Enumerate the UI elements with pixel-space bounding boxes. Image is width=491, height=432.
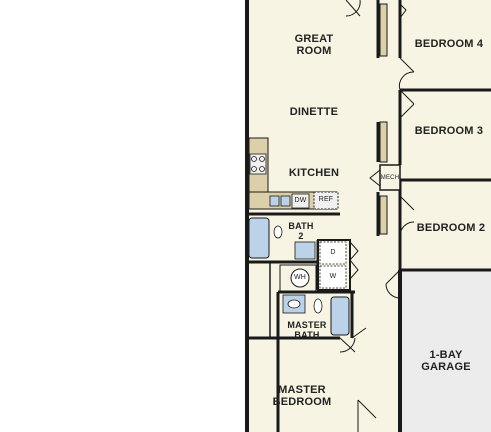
dishwasher [291,193,310,209]
master-bedroom-label: MASTER BEDROOM [268,384,336,408]
kitchen-sink [269,195,291,207]
mech-label: MECH [380,175,400,181]
rear-door[interactable] [357,399,377,432]
kitchen-label: KITCHEN [288,167,340,179]
cooktop [249,153,267,175]
bedrooms-floor [400,0,491,270]
bath-2-label: BATH 2 [284,221,318,241]
master-bath-walls [276,290,355,340]
bath-2-label-line2: 2 [298,231,304,241]
garage-label-line2: GARAGE [421,361,471,373]
refrigerator [313,191,339,210]
master-bath-label: MASTER BATH [282,320,332,340]
laundry-closet [317,239,351,291]
dryer-label: D [330,249,336,256]
great-room-label: GREAT ROOM [288,33,340,57]
master-bedroom-door[interactable] [339,337,356,353]
water-heater [290,268,310,288]
laundry-bifold-door[interactable] [349,241,359,280]
master-bath-door[interactable] [351,327,367,339]
bath-2-label-line1: BATH [288,221,314,231]
bedroom-2-label: BEDROOM 2 [416,222,486,234]
master-bath-shower [330,296,350,336]
garage-label-line1: 1-BAY [429,349,463,361]
bedroom-3-label: BEDROOM 3 [414,125,484,137]
garage-label: 1-BAY GARAGE [410,349,482,373]
great-room-label-line2: ROOM [296,45,332,57]
bedroom-closets [379,3,388,235]
mech-closet [369,164,401,191]
master-bedroom-label-line1: MASTER [278,384,326,396]
master-bath-label-line1: MASTER [287,320,327,330]
refrigerator-label: REF [318,196,334,203]
bath-2-tub [248,217,270,259]
living-floor [247,0,400,432]
bedroom-4-door[interactable] [398,57,415,91]
washer-label: W [329,273,337,280]
bedroom-3-door[interactable] [399,89,415,119]
exterior-walls [245,0,282,432]
bath-2-vanity [294,241,316,260]
master-bath-label-line2: BATH [294,330,320,340]
dinette-label: DINETTE [289,106,339,118]
master-bath-sink [287,299,301,309]
garage-entry-door[interactable] [385,269,401,299]
bedroom-4-label: BEDROOM 4 [414,38,484,50]
bedroom-wing-wall [376,0,402,432]
garage-floor [400,270,491,432]
bath-2-toilet [273,225,283,239]
master-bedroom-label-line2: BEDROOM [272,396,332,408]
front-door[interactable] [345,0,361,17]
water-heater-label: WH [293,274,307,281]
bedroom-2-door[interactable] [399,195,415,237]
dishwasher-label: DW [294,197,307,204]
great-room-label-line1: GREAT [294,33,334,45]
master-bath-toilet [313,298,323,314]
bedroom-4-closet-door[interactable] [399,3,407,19]
